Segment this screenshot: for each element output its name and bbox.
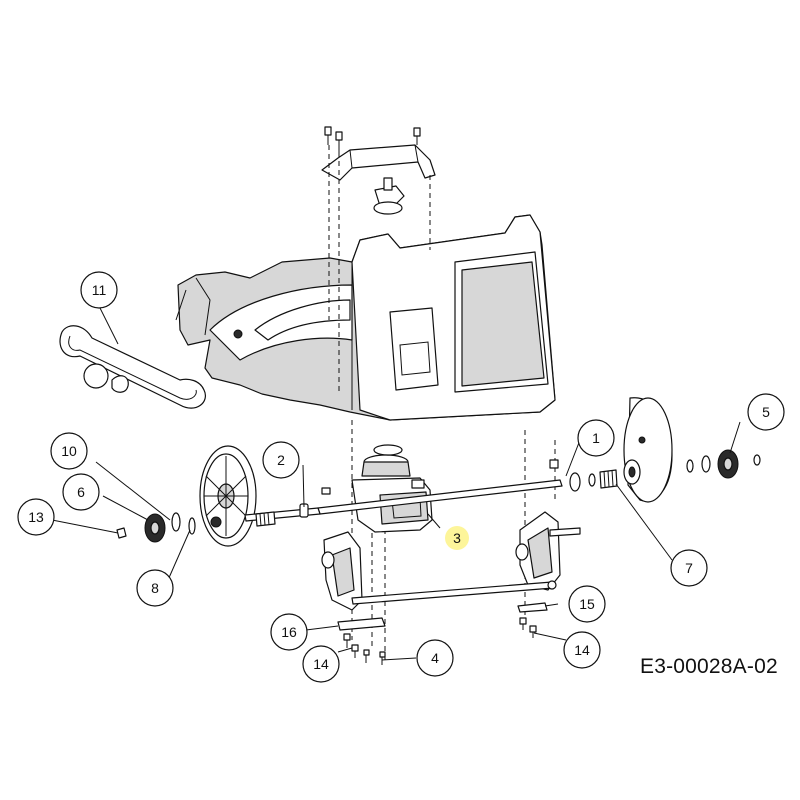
callout-11[interactable]: 11 <box>80 271 118 309</box>
callout-14-right-label: 14 <box>574 642 590 658</box>
callout-6-label: 6 <box>77 484 85 500</box>
top-bracket <box>321 126 436 215</box>
callout-4-label: 4 <box>431 650 439 666</box>
height-adjuster-right <box>515 511 581 591</box>
drive-belt <box>59 325 206 409</box>
callout-13[interactable]: 13 <box>17 498 55 536</box>
callout-10-label: 10 <box>61 443 77 459</box>
callout-4[interactable]: 4 <box>416 639 454 677</box>
callout-1-label: 1 <box>592 430 600 446</box>
right-hub-parts <box>549 397 761 503</box>
deck-housing <box>175 214 556 421</box>
callout-14-left-label: 14 <box>313 656 329 672</box>
callout-3-label: 3 <box>453 530 461 546</box>
left-wheel <box>199 445 257 547</box>
callout-11-label: 11 <box>92 282 107 298</box>
callout-6[interactable]: 6 <box>62 473 100 511</box>
callout-2[interactable]: 2 <box>262 441 300 479</box>
assembly-lines <box>328 145 556 660</box>
callout-13-label: 13 <box>28 509 44 525</box>
callout-15[interactable]: 15 <box>568 585 606 623</box>
transmission <box>351 444 433 533</box>
drawing-id: E3-00028A-02 <box>640 655 778 678</box>
rear-axle <box>351 580 557 605</box>
callout-15-label: 15 <box>579 596 595 612</box>
callout-5-label: 5 <box>762 404 770 420</box>
callout-5[interactable]: 5 <box>747 393 785 431</box>
callout-16-label: 16 <box>281 624 297 640</box>
callout-10[interactable]: 10 <box>50 432 88 470</box>
callout-8[interactable]: 8 <box>136 569 174 607</box>
callout-7-label: 7 <box>685 560 693 576</box>
callout-7[interactable]: 7 <box>670 549 708 587</box>
callout-14-left[interactable]: 14 <box>302 645 340 683</box>
small-hardware <box>337 602 548 665</box>
callout-3[interactable]: 3 <box>445 526 469 550</box>
leader-lines <box>46 305 741 661</box>
height-adjuster-left <box>321 531 363 611</box>
callout-16[interactable]: 16 <box>270 613 308 651</box>
callout-3-highlight <box>445 526 469 550</box>
drive-axle <box>244 479 563 527</box>
callouts: 1 2 3 4 5 6 7 8 10 11 13 14 14 15 16 <box>17 271 785 683</box>
callout-8-label: 8 <box>151 580 159 596</box>
left-hub-parts <box>116 512 196 543</box>
callout-14-right[interactable]: 14 <box>563 631 601 669</box>
callout-2-label: 2 <box>277 452 285 468</box>
callout-1[interactable]: 1 <box>577 419 615 457</box>
